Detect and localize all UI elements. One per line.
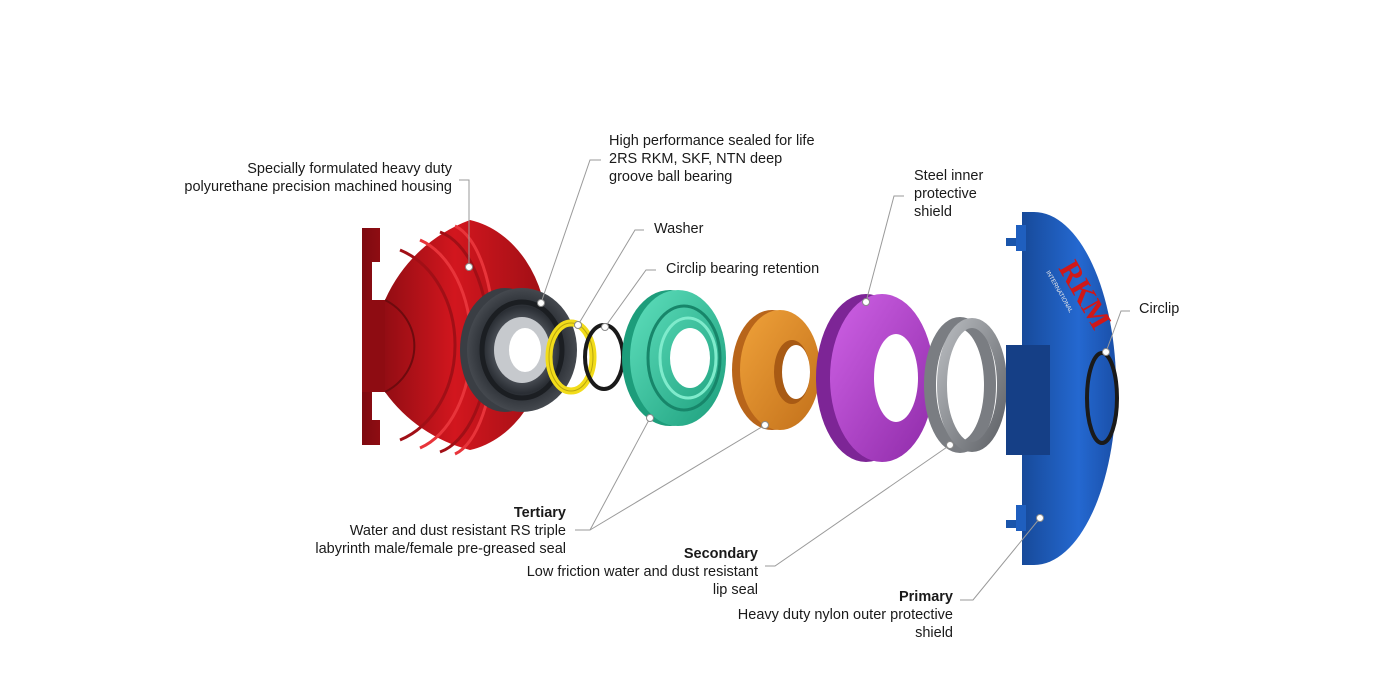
leader-primary (960, 517, 1041, 601)
label-bearing-line-3: groove ball bearing (609, 169, 733, 185)
deep-groove-ball-bearing (460, 288, 577, 412)
label-housing-line-1: Specially formulated heavy duty (247, 161, 452, 177)
leader-dots (465, 263, 1110, 522)
label-tertiary-title: Tertiary (513, 505, 566, 521)
leader-circlip (1105, 310, 1130, 353)
grey-seal-ring (924, 317, 1007, 453)
steel-inner-shield (816, 294, 934, 462)
dot-bearing (537, 299, 545, 307)
label-housing: Specially formulated heavy duty polyuret… (184, 160, 452, 196)
label-steel-shield-line-3: shield (914, 204, 952, 220)
label-steel-shield-line-1: Steel inner (914, 168, 984, 184)
leader-housing (459, 179, 470, 267)
dot-washer (574, 321, 582, 329)
nylon-outer-shield: RKM INTERNATIONAL (1006, 212, 1117, 565)
label-circlip-retention-text: Circlip bearing retention (666, 261, 820, 277)
label-tertiary-line-2: labyrinth male/female pre-greased seal (315, 541, 566, 557)
dot-housing (465, 263, 473, 271)
dot-circlip (1102, 348, 1110, 356)
label-secondary-title: Secondary (683, 546, 758, 562)
label-secondary-line-1: Low friction water and dust resistant (526, 564, 758, 580)
label-circlip-retention: Circlip bearing retention (666, 260, 819, 278)
label-circlip-text: Circlip (1139, 301, 1180, 317)
labyrinth-seal (622, 290, 726, 426)
label-washer: Washer (654, 220, 703, 238)
dot-tertiary-a (646, 414, 654, 422)
leader-washer (577, 229, 644, 326)
dot-tertiary-b (761, 421, 769, 429)
label-steel-shield: Steel inner protective shield (914, 167, 983, 221)
label-tertiary-line-1: Water and dust resistant RS triple (349, 523, 566, 539)
leader-circlip-retention (604, 269, 656, 328)
lip-seal (732, 310, 820, 430)
washer (545, 319, 597, 395)
leader-steel-shield (865, 195, 904, 303)
label-secondary-line-2: lip seal (712, 582, 758, 598)
label-tertiary: Tertiary Water and dust resistant RS tri… (315, 504, 566, 558)
label-housing-line-2: polyurethane precision machined housing (184, 179, 452, 195)
leader-secondary (765, 444, 951, 567)
leader-tertiary-a (575, 417, 651, 531)
label-bearing-line-2: 2RS RKM, SKF, NTN deep (609, 151, 783, 167)
leader-bearing (540, 159, 601, 304)
leader-lines (459, 159, 1130, 601)
label-bearing: High performance sealed for life 2RS RKM… (609, 132, 815, 186)
leader-tertiary-b (589, 424, 766, 531)
label-circlip: Circlip (1139, 300, 1179, 318)
dot-secondary (946, 441, 954, 449)
label-secondary: Secondary Low friction water and dust re… (527, 545, 758, 599)
label-primary-title: Primary (898, 589, 953, 605)
label-steel-shield-line-2: protective (914, 186, 977, 202)
label-primary-line-1: Heavy duty nylon outer protective (737, 607, 953, 623)
dot-primary (1036, 514, 1044, 522)
label-washer-text: Washer (654, 221, 704, 237)
dot-steel-shield (862, 298, 870, 306)
circlip (1085, 351, 1119, 445)
dot-circlip-retention (601, 323, 609, 331)
label-primary-line-2: shield (915, 625, 953, 641)
label-bearing-line-1: High performance sealed for life (609, 133, 815, 149)
label-primary: Primary Heavy duty nylon outer protectiv… (738, 588, 953, 642)
